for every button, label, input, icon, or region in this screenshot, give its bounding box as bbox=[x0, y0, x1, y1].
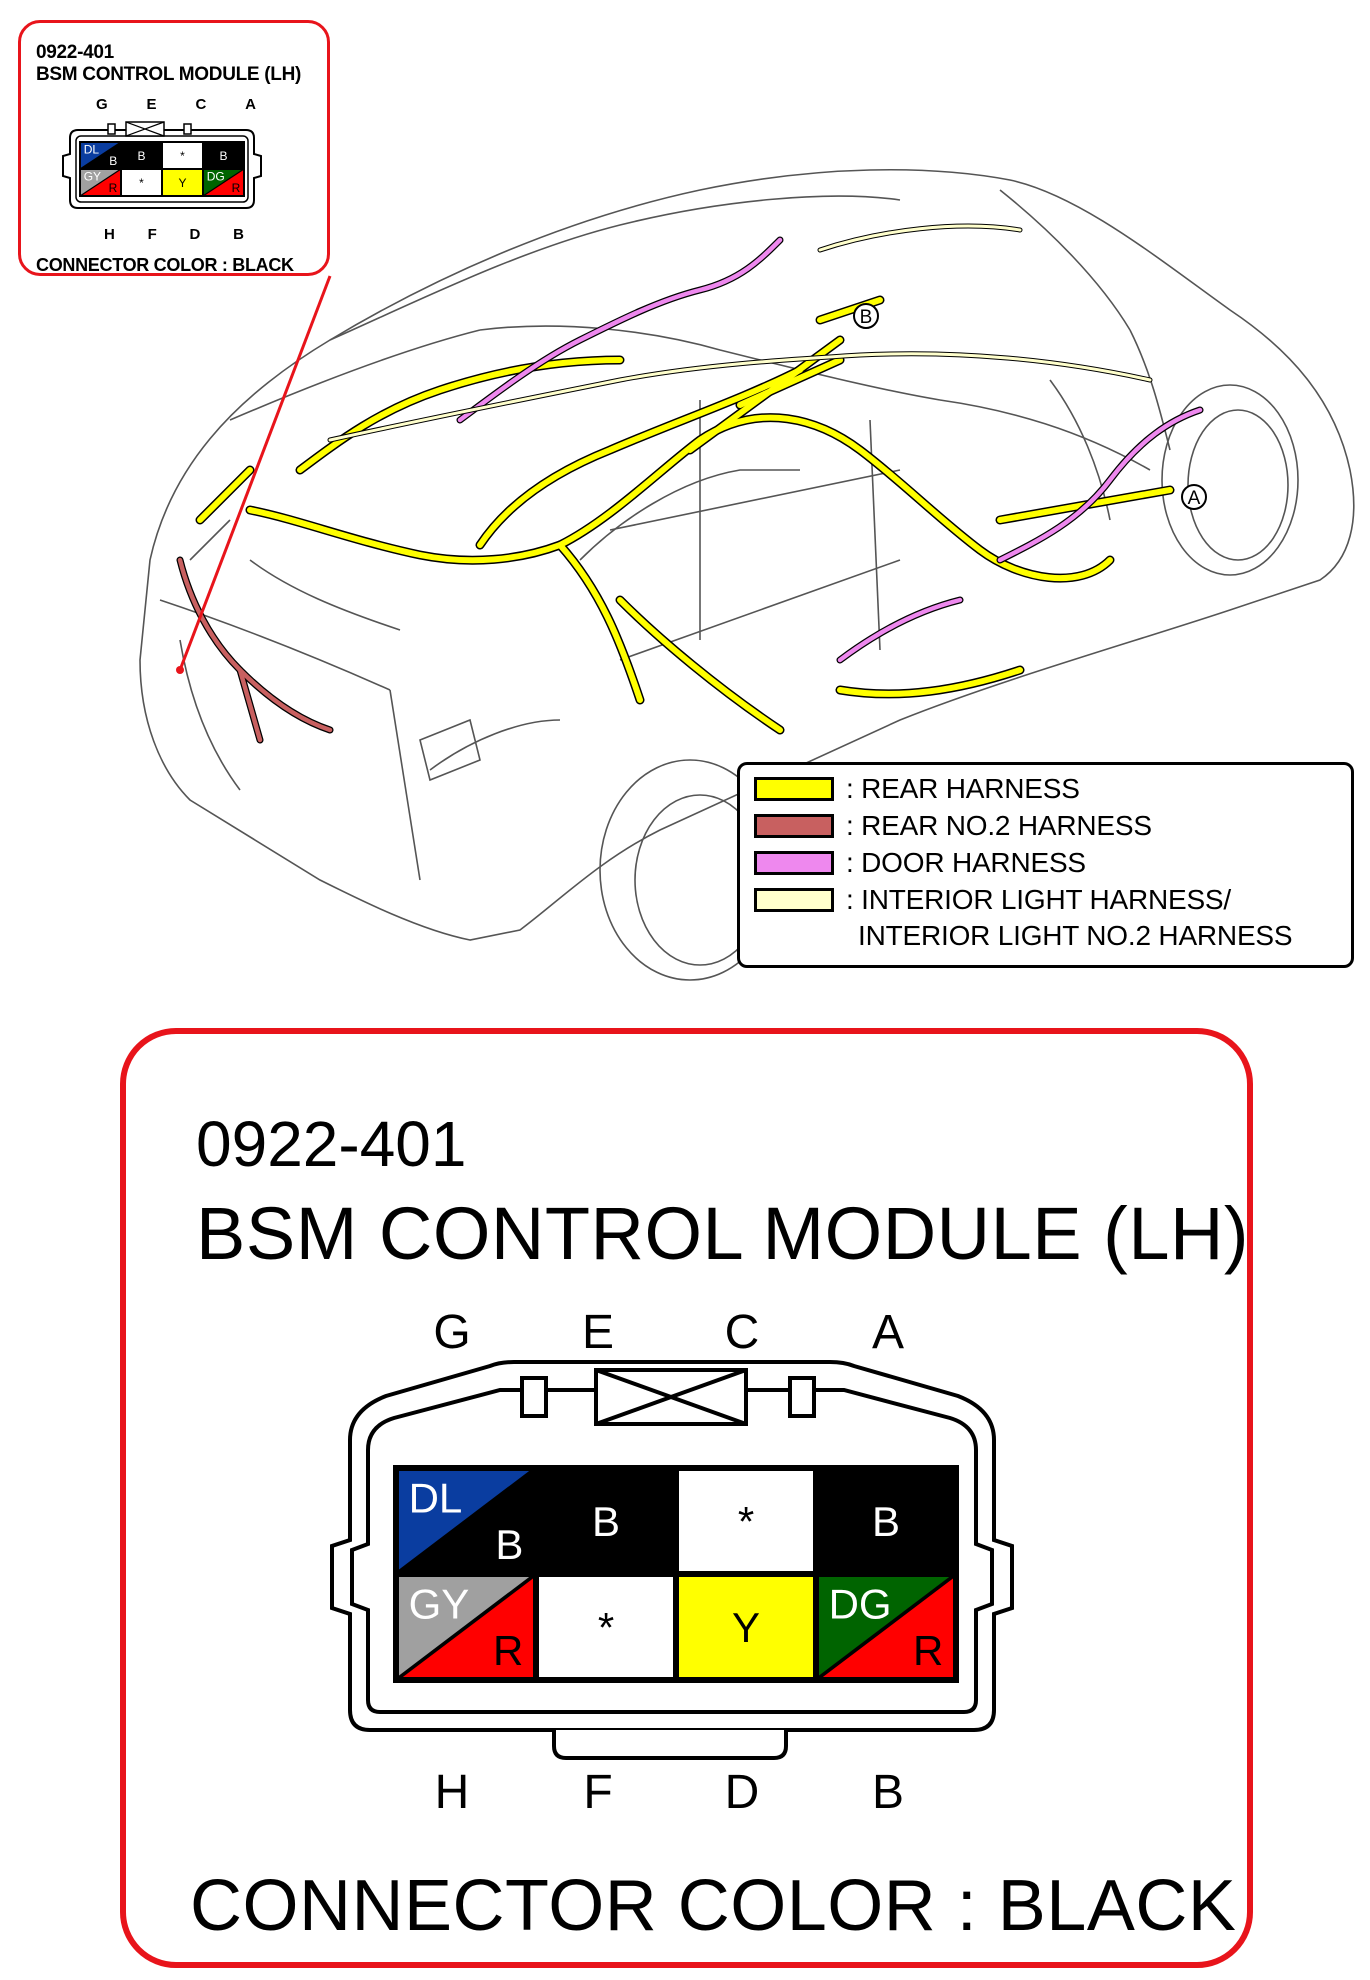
callout-small-bottom-pins: H F D B bbox=[104, 226, 244, 243]
pin-label-c: C bbox=[195, 96, 207, 113]
pin-label-d-large: D bbox=[725, 1766, 760, 1819]
pin-label-a: A bbox=[245, 96, 256, 113]
wire-color-main: GY bbox=[409, 1581, 470, 1628]
wire-color: * bbox=[738, 1498, 754, 1545]
wire-color-stripe: R bbox=[109, 181, 118, 195]
pin-label-d: D bbox=[189, 226, 201, 243]
wire-color-stripe: R bbox=[493, 1627, 523, 1674]
pin-cell-e: B bbox=[120, 141, 163, 170]
pin-cell-g: DL B bbox=[79, 141, 122, 170]
wire-color: Y bbox=[732, 1604, 760, 1651]
pin-label-h: H bbox=[104, 226, 115, 243]
pin-cell-d: Y bbox=[673, 1571, 819, 1683]
pin-cell-f: * bbox=[120, 168, 163, 197]
callout-small-top-pins: G E C A bbox=[96, 96, 256, 113]
wheel-rear bbox=[1161, 384, 1299, 576]
wire-color: Y bbox=[178, 176, 186, 190]
pin-label-f: F bbox=[147, 226, 157, 243]
pin-label-b-large: B bbox=[872, 1766, 904, 1819]
legend-swatch-interior bbox=[754, 888, 834, 912]
pin-cell-c: * bbox=[673, 1465, 819, 1577]
pin-cell-a: B bbox=[202, 141, 245, 170]
legend-label-door: : DOOR HARNESS bbox=[846, 847, 1086, 878]
legend-item-door-harness: : DOOR HARNESS bbox=[754, 845, 1086, 881]
wire-color: B bbox=[137, 149, 145, 163]
wire-color-main: DG bbox=[207, 169, 225, 183]
pin-label-a-large: A bbox=[872, 1306, 904, 1359]
connector-pin-grid: DL B B * B GY R * Y DG R bbox=[393, 1465, 959, 1683]
legend-item-rear-harness: : REAR HARNESS bbox=[754, 771, 1080, 807]
pin-label-e-large: E bbox=[582, 1306, 614, 1359]
wire-color: * bbox=[598, 1604, 614, 1651]
pin-label-g: G bbox=[96, 96, 108, 113]
legend-item-interior-light-no2: INTERIOR LIGHT NO.2 HARNESS bbox=[846, 918, 1293, 954]
pin-label-g-large: G bbox=[433, 1306, 470, 1359]
legend-label-rear: : REAR HARNESS bbox=[846, 773, 1080, 804]
harness-legend: : REAR HARNESS : REAR NO.2 HARNESS : DOO… bbox=[737, 762, 1354, 968]
wire-color-stripe: B bbox=[109, 154, 117, 168]
svg-text:B: B bbox=[860, 307, 873, 328]
legend-swatch-door bbox=[754, 851, 834, 875]
pin-cell-d: Y bbox=[161, 168, 204, 197]
wire-color-main: DG bbox=[829, 1581, 892, 1628]
reference-label-a: A bbox=[1181, 484, 1207, 510]
pin-cell-h: GY R bbox=[393, 1571, 539, 1683]
legend-label-interior-no2: INTERIOR LIGHT NO.2 HARNESS bbox=[858, 920, 1293, 951]
rear-no2-harness bbox=[176, 556, 334, 744]
reference-label-b: B bbox=[853, 303, 879, 329]
wire-color-main: GY bbox=[84, 169, 101, 183]
pin-cell-h: GY R bbox=[79, 168, 122, 197]
wire-color-stripe: R bbox=[232, 181, 241, 195]
legend-swatch-rear bbox=[754, 777, 834, 801]
pin-label-f-large: F bbox=[583, 1766, 612, 1819]
callout-small-code: 0922-401 bbox=[36, 42, 114, 63]
wire-color: B bbox=[872, 1498, 900, 1545]
pin-label-b: B bbox=[233, 226, 244, 243]
connector-code: 0922-401 bbox=[196, 1108, 467, 1180]
pin-cell-g: DL B bbox=[393, 1465, 539, 1577]
svg-text:A: A bbox=[1188, 488, 1201, 509]
wire-color-main: DL bbox=[409, 1475, 463, 1522]
pin-cell-a: B bbox=[813, 1465, 959, 1577]
pin-cell-b: DG R bbox=[202, 168, 245, 197]
pin-cell-e: B bbox=[533, 1465, 679, 1577]
connector-latch bbox=[520, 1368, 816, 1426]
top-pin-labels: G E C A bbox=[433, 1306, 904, 1359]
bottom-pin-labels: H F D B bbox=[435, 1766, 904, 1819]
pin-cell-c: * bbox=[161, 141, 204, 170]
wire-color: B bbox=[592, 1498, 620, 1545]
legend-swatch-rear-no2 bbox=[754, 814, 834, 838]
connector-location-dot bbox=[176, 666, 184, 674]
connector-face-small: DL B B * B GY R * Y DG R bbox=[62, 121, 262, 209]
callout-small-connector-color: CONNECTOR COLOR : BLACK bbox=[36, 255, 294, 275]
wire-color-stripe: R bbox=[913, 1627, 943, 1674]
wire-color: * bbox=[180, 149, 185, 163]
pin-label-e: E bbox=[146, 96, 157, 113]
wire-color: B bbox=[219, 149, 227, 163]
wire-color: * bbox=[139, 176, 144, 190]
pin-cell-f: * bbox=[533, 1571, 679, 1683]
pin-label-h-large: H bbox=[435, 1766, 470, 1819]
connector-bottom-tab bbox=[552, 1730, 788, 1760]
legend-label-rear-no2: : REAR NO.2 HARNESS bbox=[846, 810, 1152, 841]
legend-item-interior-light-harness: : INTERIOR LIGHT HARNESS/ bbox=[754, 882, 1231, 918]
pin-cell-b: DG R bbox=[813, 1571, 959, 1683]
callout-small-name: BSM CONTROL MODULE (LH) bbox=[36, 64, 302, 85]
pin-label-c-large: C bbox=[725, 1306, 760, 1359]
legend-label-interior: : INTERIOR LIGHT HARNESS/ bbox=[846, 884, 1231, 915]
wire-color-stripe: B bbox=[495, 1521, 523, 1568]
wire-color-main: DL bbox=[84, 142, 100, 156]
vehicle-wiring-illustration: B A bbox=[139, 168, 1355, 981]
callout-leader-line bbox=[178, 275, 332, 671]
connector-name: BSM CONTROL MODULE (LH) bbox=[196, 1192, 1250, 1275]
connector-color-label: CONNECTOR COLOR : BLACK bbox=[190, 1866, 1237, 1946]
legend-item-rear-no2-harness: : REAR NO.2 HARNESS bbox=[754, 808, 1152, 844]
